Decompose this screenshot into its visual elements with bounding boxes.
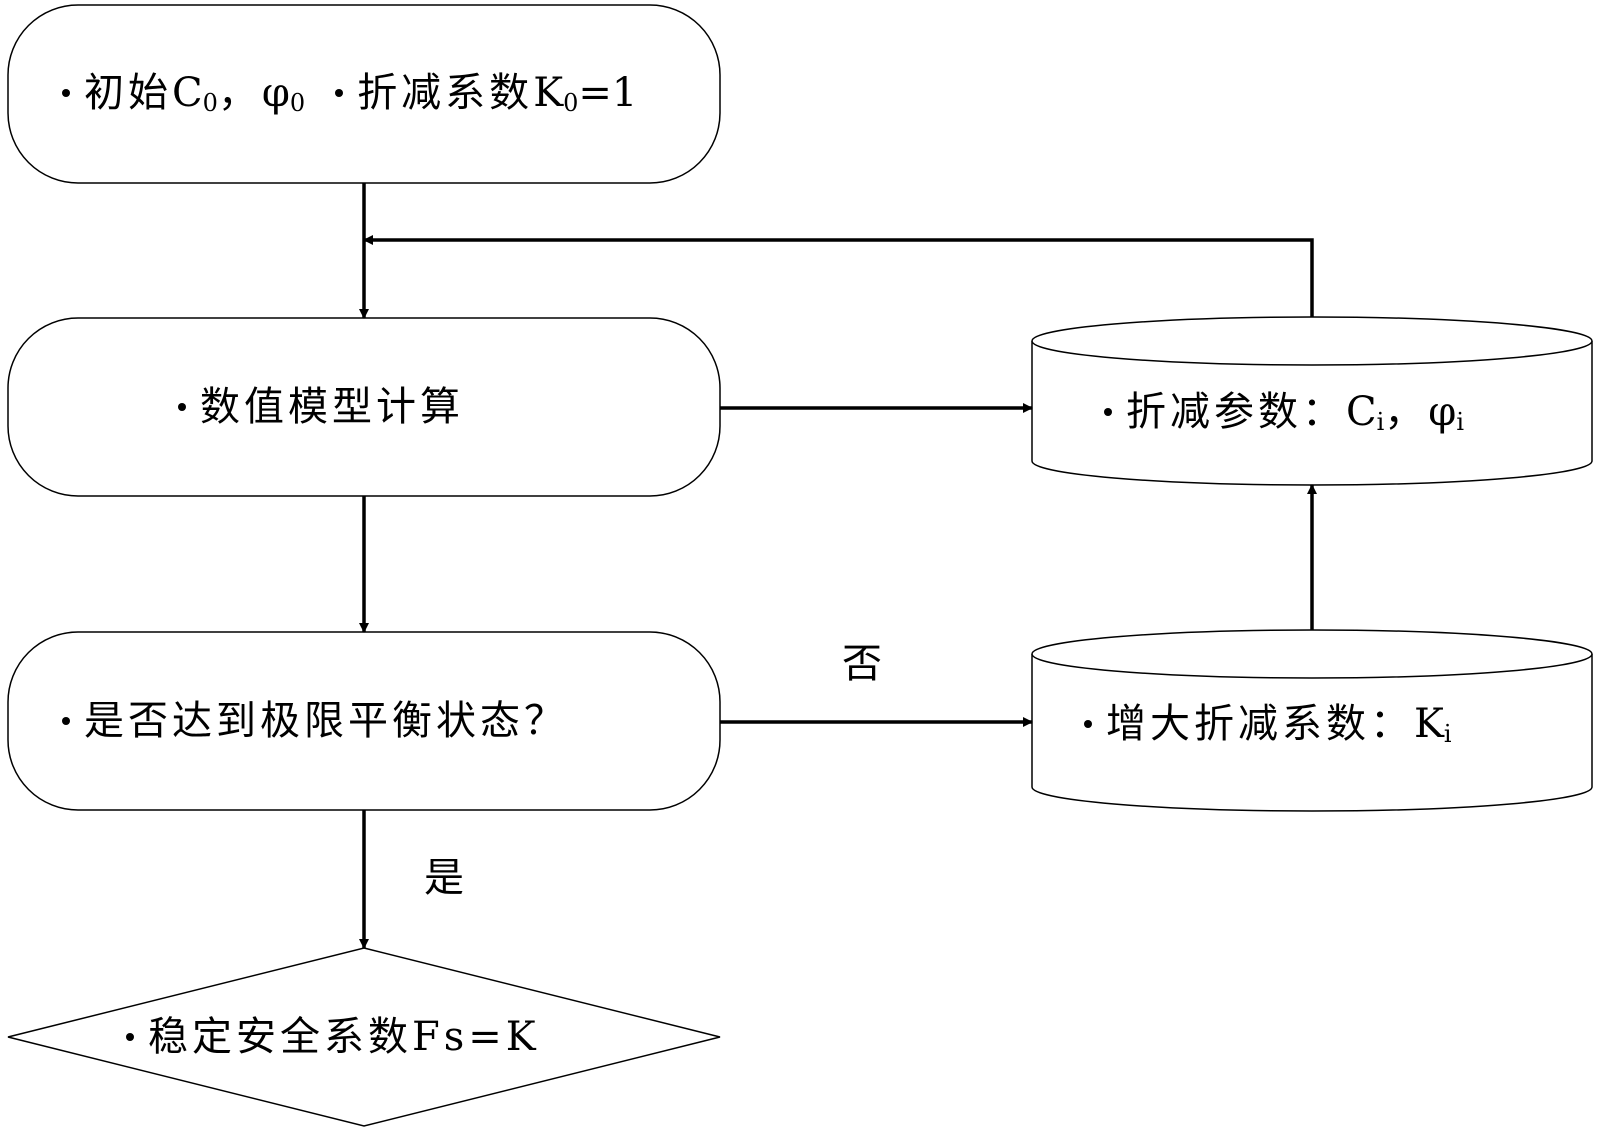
init-k-subscript: 0 xyxy=(563,89,579,117)
reduce-c-symbol: C xyxy=(1346,389,1377,435)
increase-k-subscript: i xyxy=(1443,720,1452,748)
init-factor-label: 折减系数 xyxy=(357,70,534,116)
reduce-phi-subscript: i xyxy=(1456,408,1464,436)
init-separator: ， xyxy=(217,70,262,116)
init-label: 初始 xyxy=(84,70,172,116)
compute-node-text: 数值模型计算 xyxy=(178,387,464,427)
compute-label: 数值模型计算 xyxy=(200,384,464,430)
safety-label: 稳定安全系数Fs=K xyxy=(148,1014,540,1060)
bullet-icon xyxy=(62,717,70,725)
init-c-symbol: C xyxy=(172,70,203,116)
init-k-symbol: K xyxy=(533,70,564,116)
check-label: 是否达到极限平衡状态？ xyxy=(84,698,568,744)
edge-label-yes: 是 xyxy=(424,855,464,901)
init-phi-subscript: 0 xyxy=(289,89,306,117)
increase-factor-node-cylinder xyxy=(1031,629,1593,812)
check-node-text: 是否达到极限平衡状态？ xyxy=(62,701,568,741)
init-c-subscript: 0 xyxy=(202,89,218,117)
edge-feedback-loop xyxy=(363,235,1314,317)
reduce-phi-symbol: φ xyxy=(1428,389,1457,435)
bullet-icon xyxy=(1104,408,1112,416)
safety-node-diamond xyxy=(7,947,721,1127)
init-phi-symbol: φ xyxy=(261,70,290,116)
bullet-icon xyxy=(126,1033,134,1041)
init-k-value: =1 xyxy=(578,70,638,116)
bullet-icon xyxy=(178,403,186,411)
bullet-icon xyxy=(1084,720,1092,728)
increase-k-symbol: K xyxy=(1414,701,1444,747)
safety-node-text: 稳定安全系数Fs=K xyxy=(126,1017,540,1057)
bullet-icon xyxy=(62,89,70,97)
increase-factor-label: 增大折减系数： xyxy=(1106,701,1414,747)
reduce-separator: ， xyxy=(1384,389,1429,435)
bullet-icon xyxy=(335,89,344,97)
reduce-c-subscript: i xyxy=(1376,408,1385,436)
reduce-params-label: 折减参数： xyxy=(1126,389,1346,435)
edge-label-no: 否 xyxy=(842,641,882,687)
